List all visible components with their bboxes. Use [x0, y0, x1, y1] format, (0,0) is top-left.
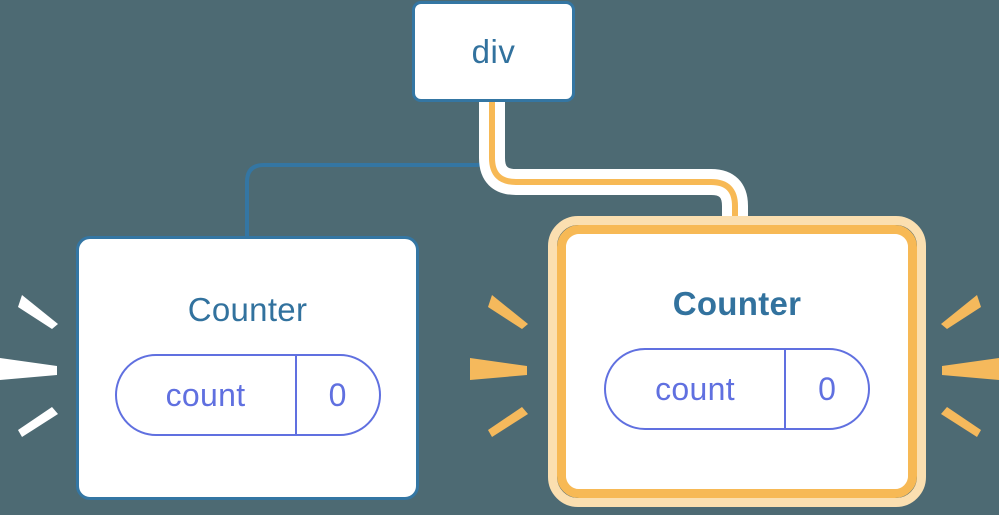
- node-div[interactable]: div: [412, 1, 575, 102]
- counter-right-prop-value: 0: [818, 370, 836, 407]
- counter-right-title: Counter: [672, 285, 802, 322]
- counter-left-prop-pill: count 0: [114, 354, 381, 436]
- counter-left-prop-key: count: [117, 356, 297, 434]
- node-counter-right[interactable]: Counter count 0: [566, 234, 908, 489]
- counter-right-content: Counter count 0: [566, 234, 908, 489]
- node-counter-left[interactable]: Counter count 0: [76, 236, 419, 500]
- node-div-label: div: [471, 33, 516, 70]
- counter-right-prop-key: count: [606, 350, 786, 428]
- node-counter-right-highlight-glow: Counter count 0: [548, 216, 926, 507]
- counter-left-prop-value: 0: [328, 376, 347, 413]
- counter-right-prop-pill: count 0: [604, 348, 870, 430]
- connector-div-to-counter-right: [489, 101, 738, 238]
- connector-div-to-counter-left: [245, 101, 495, 238]
- node-counter-right-highlight-frame: Counter count 0: [557, 225, 917, 498]
- counter-left-title: Counter: [187, 291, 308, 328]
- counter-left-content: Counter count 0: [79, 239, 416, 497]
